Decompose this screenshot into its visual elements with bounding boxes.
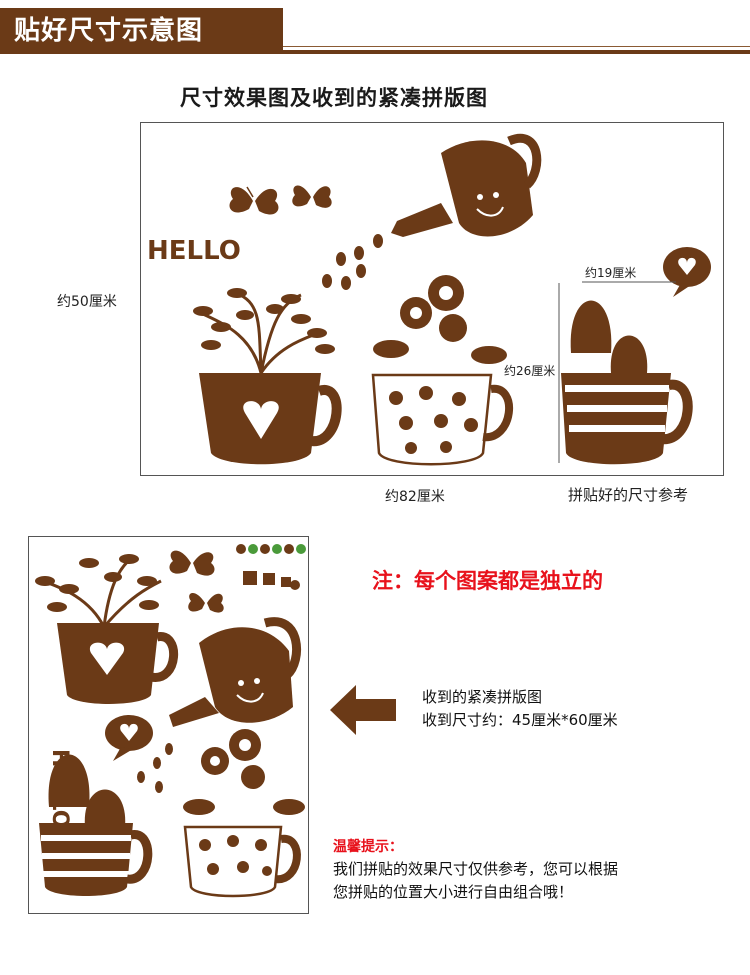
butterfly-icon — [169, 550, 215, 576]
flower-cup-icon — [183, 729, 305, 898]
arrow-left-icon — [330, 685, 396, 735]
tip-line-1: 我们拼贴的效果尺寸仅供参考，您可以根据 — [333, 860, 619, 878]
heart-bubble-icon — [663, 247, 711, 297]
watering-can-icon — [322, 134, 542, 290]
header-title: 贴好尺寸示意图 — [14, 16, 204, 46]
cactus-width-label: 约19厘米 — [585, 266, 637, 280]
cactus-height-label: 约26厘米 — [504, 364, 556, 378]
flower-cup-icon — [371, 275, 514, 466]
tip-line-2: 您拼贴的位置大小进行自由组合哦！ — [333, 883, 574, 901]
butterfly-icon — [292, 185, 332, 208]
header-rule-thin — [283, 46, 750, 47]
butterfly-icon — [188, 592, 224, 613]
cactus-cup-icon — [561, 300, 693, 465]
header-rule — [0, 50, 750, 54]
layout-illustration: HELLO — [35, 544, 306, 898]
header-bar — [0, 8, 283, 50]
watering-can-icon — [137, 617, 302, 793]
layout-info-title: 收到的紧凑拼版图 — [422, 688, 543, 706]
palette-icons — [236, 544, 306, 590]
section-title: 尺寸效果图及收到的紧凑拼版图 — [180, 86, 488, 110]
width-dimension-label: 约82厘米 — [385, 489, 445, 505]
preview-frame: HELLO — [140, 122, 724, 476]
layout-sheet-frame: HELLO — [28, 536, 309, 914]
reference-label: 拼贴好的尺寸参考 — [568, 486, 689, 504]
independent-pattern-note: 注：每个图案都是独立的 — [372, 569, 603, 593]
height-dimension-label: 约50厘米 — [57, 294, 117, 310]
leaf-plant-cup-icon — [193, 288, 342, 465]
tip-title: 温馨提示： — [333, 839, 403, 855]
heart-bubble-icon — [105, 715, 153, 761]
layout-info-size: 收到尺寸约：45厘米*60厘米 — [422, 711, 618, 729]
preview-illustration: HELLO — [147, 134, 711, 466]
hello-text: HELLO — [147, 236, 241, 266]
cactus-cup-icon — [39, 754, 153, 896]
butterfly-icon — [229, 186, 279, 215]
leaf-plant-cup-icon — [35, 554, 179, 704]
